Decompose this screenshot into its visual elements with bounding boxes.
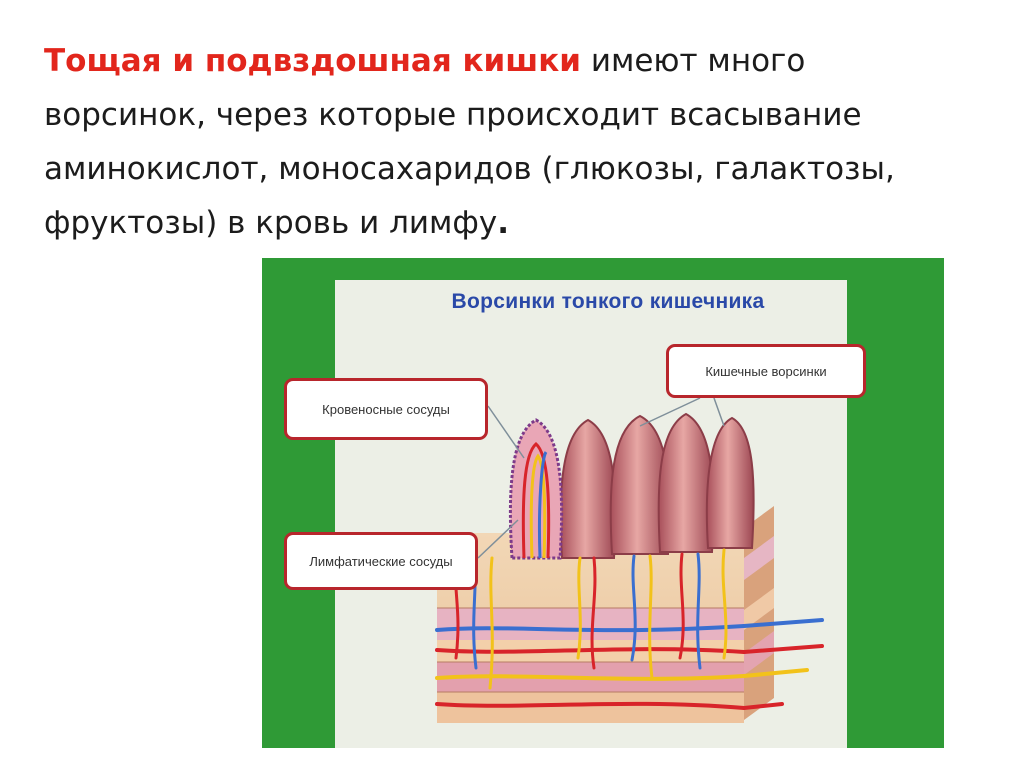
label-intestinal-villi: Кишечные ворсинки: [666, 344, 866, 398]
villus: [657, 412, 715, 553]
villus-cross-section: [508, 418, 564, 560]
base-vessels: [435, 618, 824, 710]
label-blood-vessels: Кровеносные сосуды: [284, 378, 488, 440]
villi-illustration: [435, 397, 824, 723]
villi-figure: Ворсинки тонкого кишечника Кишечные ворс…: [262, 258, 944, 748]
label-lymph-vessels: Лимфатические сосуды: [284, 532, 478, 590]
highlighted-term: Тощая и подвздошная кишки: [44, 43, 581, 79]
figure-title: Ворсинки тонкого кишечника: [451, 290, 765, 313]
tissue-side-face: [744, 506, 774, 720]
final-period: .: [497, 205, 510, 241]
leader-villi-2: [713, 397, 725, 427]
description-paragraph: Тощая и подвздошная кишки имеют много во…: [44, 34, 924, 250]
leader-villi: [639, 397, 701, 427]
villi-group: [508, 412, 755, 560]
leader-blood: [487, 405, 525, 459]
villus: [559, 418, 617, 559]
leader-lines: [477, 397, 725, 559]
leader-lymph: [477, 519, 519, 559]
villus: [705, 416, 755, 549]
description-text: имеют много ворсинок, через которые прои…: [44, 43, 895, 241]
vertical-vessels: [454, 548, 728, 690]
